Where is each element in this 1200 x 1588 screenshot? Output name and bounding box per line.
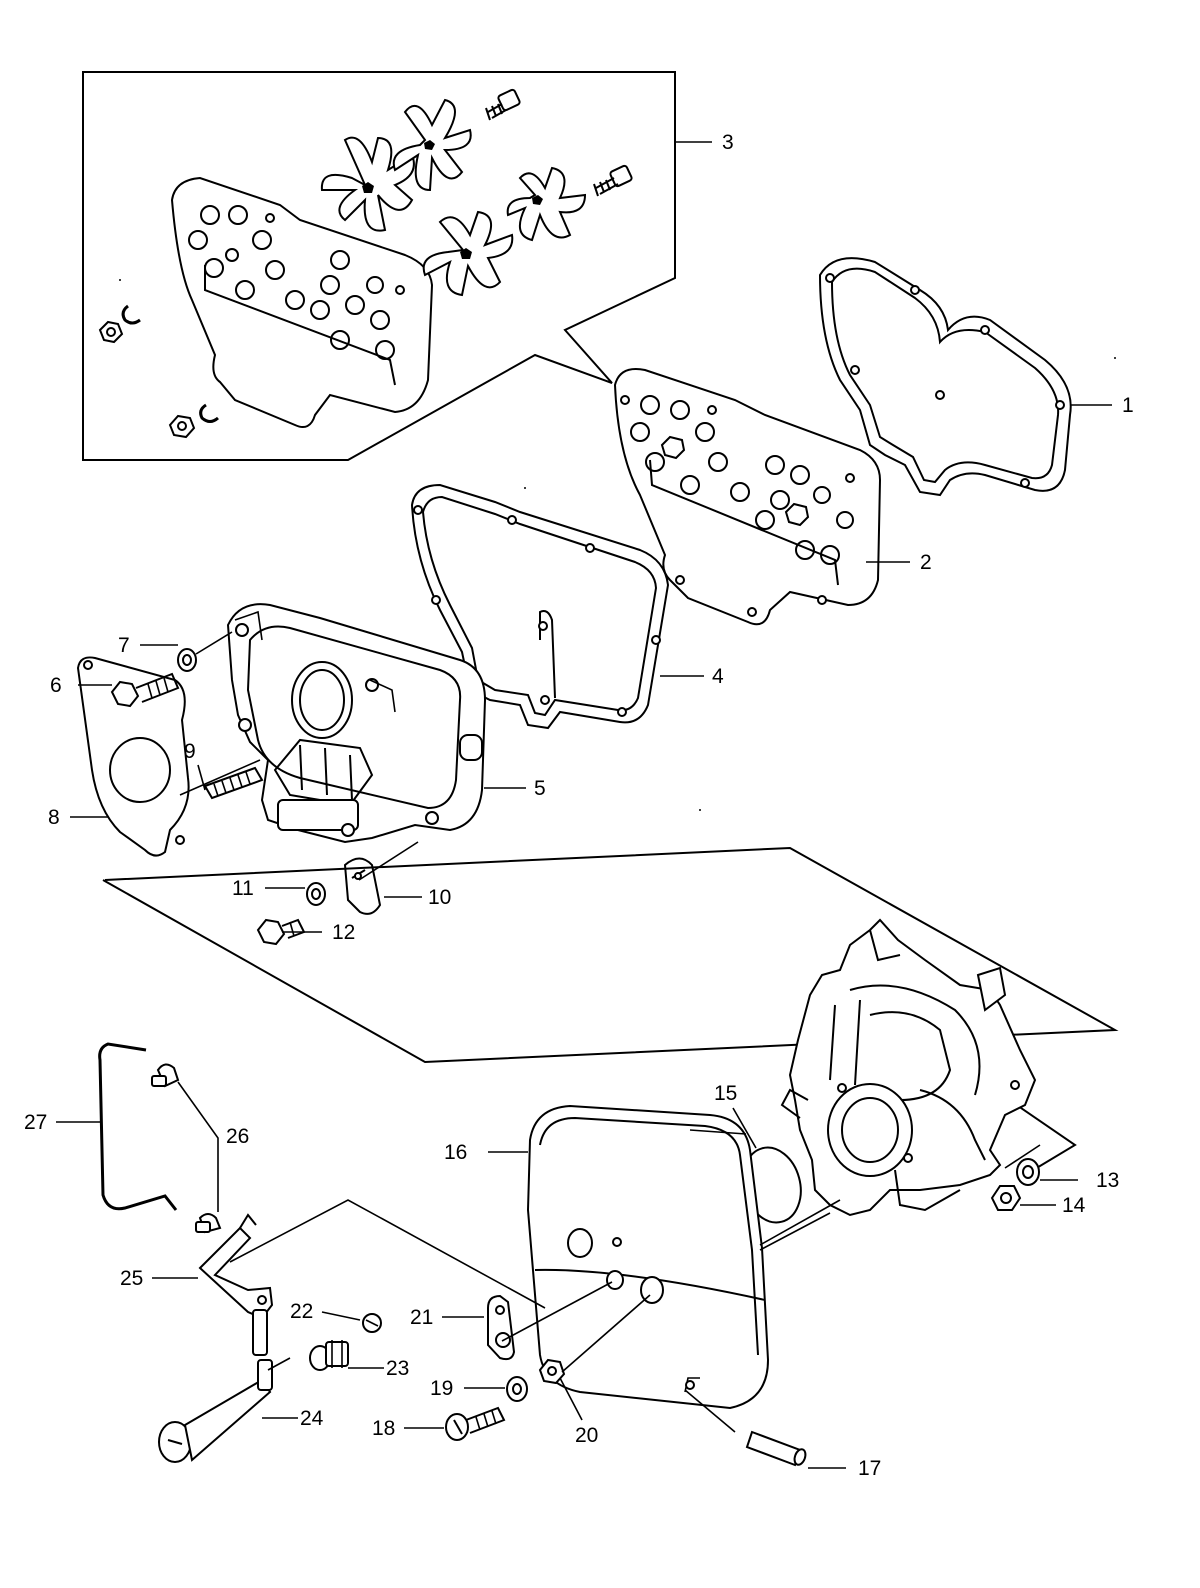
kit-reed-petal-2 (392, 98, 472, 192)
callout-21: 21 (410, 1306, 433, 1329)
callout-9: 9 (184, 740, 196, 763)
pin-item-17 (745, 1430, 807, 1467)
callout-1: 1 (1122, 394, 1134, 417)
kit-reed-petal-4 (506, 166, 587, 242)
callout-16: 16 (444, 1141, 467, 1164)
screw-item-18 (445, 1406, 506, 1441)
gasket-item-1 (818, 257, 1072, 497)
kit-nut-2 (168, 414, 196, 439)
reed-plate-item-2 (613, 368, 882, 626)
plate-item-21 (487, 1294, 516, 1361)
bushing-item-23 (309, 1340, 349, 1371)
callout-18: 18 (372, 1417, 395, 1440)
kit-reed-plate (170, 176, 434, 428)
callout-26: 26 (226, 1125, 249, 1148)
retainer-item-22 (362, 1313, 382, 1333)
callout-12: 12 (332, 921, 355, 944)
kit-washer-1 (121, 304, 141, 325)
callout-7: 7 (118, 634, 130, 657)
link-rod-item-27 (98, 1042, 178, 1211)
stud-item-9 (203, 766, 264, 800)
clip-item-26-top (151, 1063, 180, 1088)
washer-item-13 (1016, 1158, 1040, 1186)
gasket-item-8 (76, 656, 190, 857)
gasket-item-4 (410, 483, 670, 730)
callout-8: 8 (48, 806, 60, 829)
callout-4: 4 (712, 665, 724, 688)
callout-23: 23 (386, 1357, 409, 1380)
nut-item-20 (538, 1358, 566, 1385)
callout-5: 5 (534, 777, 546, 800)
clip-item-26-bottom (195, 1213, 222, 1234)
callout-3: 3 (722, 131, 734, 154)
callout-22: 22 (290, 1300, 313, 1323)
callout-20: 20 (575, 1424, 598, 1447)
callout-labels: 1 2 3 4 5 6 7 8 9 10 11 12 13 14 15 16 1… (24, 131, 1134, 1480)
washer-item-11 (306, 882, 326, 906)
callout-13: 13 (1096, 1169, 1119, 1192)
bolt-item-12 (256, 918, 306, 946)
callout-14: 14 (1062, 1194, 1086, 1217)
callout-19: 19 (430, 1377, 453, 1400)
assembly-lines (179, 631, 1041, 1433)
kit-reed-petal-1 (320, 136, 415, 232)
assembly-outline (102, 846, 1119, 1176)
callout-25: 25 (120, 1267, 143, 1290)
knob-item-24 (158, 1359, 273, 1463)
silencer-item-16 (526, 1104, 770, 1410)
callout-2: 2 (920, 551, 932, 574)
callout-15: 15 (714, 1082, 737, 1105)
kit-screw-2 (593, 164, 633, 197)
kit-reed-petal-3 (422, 210, 514, 297)
washer-item-19 (506, 1376, 528, 1402)
intake-manifold-item-5 (226, 603, 487, 844)
reed-kit-box (82, 71, 676, 461)
kit-washer-2 (199, 403, 219, 423)
callout-leaders (56, 141, 1112, 1469)
carburetor (780, 918, 1037, 1217)
callout-10: 10 (428, 886, 451, 909)
callout-6: 6 (50, 674, 62, 697)
choke-lever-item-25 (198, 1213, 274, 1356)
nut-item-14 (990, 1185, 1022, 1211)
callout-17: 17 (858, 1457, 881, 1480)
kit-nut-1 (98, 320, 124, 344)
kit-screw-1 (485, 88, 521, 121)
callout-24: 24 (300, 1407, 324, 1430)
callout-27: 27 (24, 1111, 47, 1134)
callout-11: 11 (232, 877, 254, 900)
washer-item-7 (177, 648, 197, 672)
